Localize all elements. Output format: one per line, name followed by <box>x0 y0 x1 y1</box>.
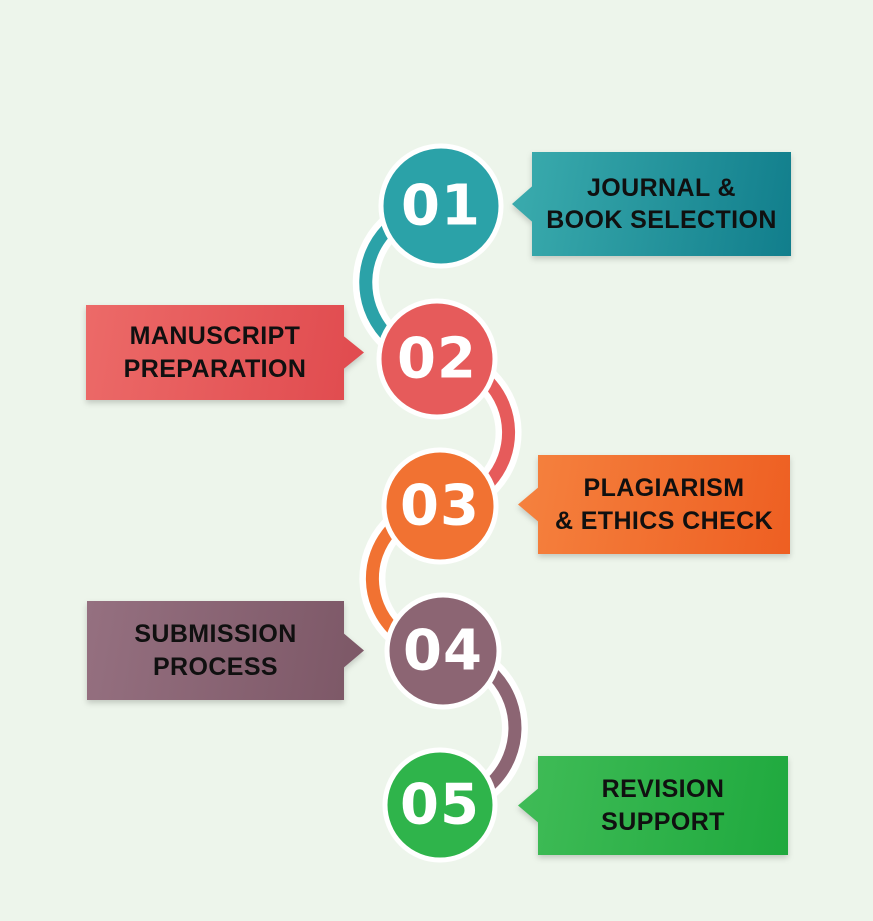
banner-step-4: SUBMISSION PROCESS <box>87 601 364 700</box>
banner-step-1-line2: BOOK SELECTION <box>546 206 777 234</box>
banner-step-4-line1: SUBMISSION <box>134 620 297 648</box>
banner-step-3-line1: PLAGIARISM <box>583 474 745 502</box>
step-circle-4 <box>384 592 502 710</box>
step-number-2: 02 <box>397 327 477 392</box>
banner-step-4-line2: PROCESS <box>152 652 279 681</box>
banner-step-2-line1: MANUSCRIPT <box>129 322 301 350</box>
banner-step-5-line2: SUPPORT <box>601 807 725 836</box>
banner-step-1: JOURNAL & BOOK SELECTION <box>512 152 791 256</box>
step-number-5: 05 <box>400 773 480 838</box>
banner-step-5-label: REVISION SUPPORT <box>601 773 725 838</box>
banner-step-1-label: JOURNAL & BOOK SELECTION <box>546 172 777 237</box>
banner-step-2: MANUSCRIPT PREPARATION <box>86 305 364 400</box>
step-circles: 01 02 03 04 05 <box>376 143 504 863</box>
step-circle-1 <box>378 143 504 269</box>
step-circle-2 <box>376 298 498 420</box>
banner-step-3-label: PLAGIARISM & ETHICS CHECK <box>555 472 773 537</box>
banner-step-1-shape: JOURNAL & BOOK SELECTION <box>512 152 791 256</box>
step-circle-3 <box>381 447 499 565</box>
step-number-3: 03 <box>400 474 480 539</box>
banner-step-3: PLAGIARISM & ETHICS CHECK <box>518 455 790 554</box>
banner-step-3-line2: & ETHICS CHECK <box>554 506 774 535</box>
banner-step-3-shape: PLAGIARISM & ETHICS CHECK <box>518 455 790 554</box>
step-circle-5 <box>382 747 498 863</box>
banner-step-1-line1: JOURNAL & <box>587 173 736 202</box>
banner-step-2-shape: MANUSCRIPT PREPARATION <box>86 305 364 400</box>
banner-step-2-label: MANUSCRIPT PREPARATION <box>124 320 307 385</box>
banner-step-5-shape: REVISION SUPPORT <box>518 756 788 855</box>
banner-step-4-label: SUBMISSION PROCESS <box>134 618 296 683</box>
banner-step-2-line2: PREPARATION <box>123 354 307 383</box>
banner-step-4-shape: SUBMISSION PROCESS <box>87 601 364 700</box>
step-number-4: 04 <box>403 619 483 684</box>
banner-step-5-line1: REVISION <box>601 775 725 803</box>
banner-step-5: REVISION SUPPORT <box>518 756 788 855</box>
step-number-1: 01 <box>401 174 481 239</box>
